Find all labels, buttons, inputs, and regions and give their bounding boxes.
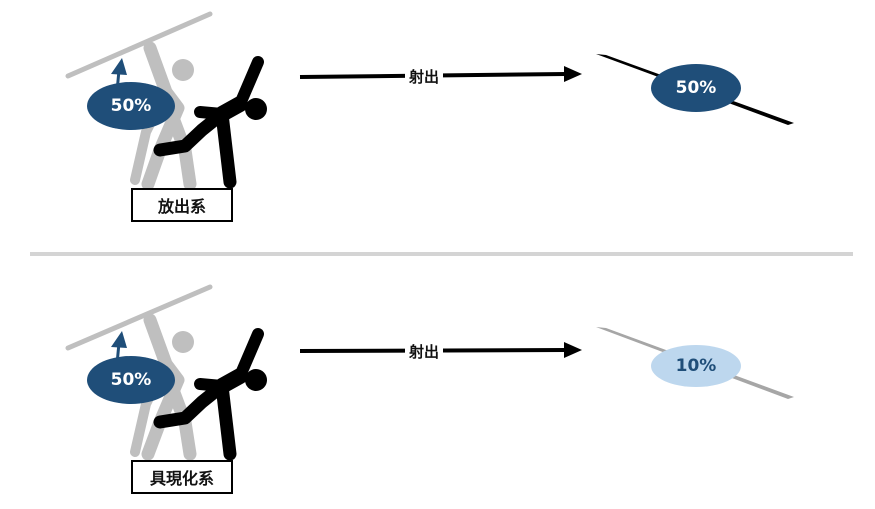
row2-aura-ellipse	[87, 356, 175, 404]
row1-aura-percent: 50%	[110, 96, 152, 116]
row1-black-figure-icon	[153, 56, 267, 189]
row1-projectile-ellipse	[651, 64, 741, 112]
row1-projectile-percent: 50%	[675, 78, 717, 98]
row1-gray-javelin	[65, 11, 213, 79]
row1-javelin-icon	[596, 54, 794, 125]
row1-thrower-group	[65, 11, 267, 191]
row1-type-label: 放出系	[131, 188, 233, 222]
row1-arrow-label: 射出	[405, 66, 444, 87]
row2-aura-percent: 50%	[110, 370, 152, 390]
row2-projectile-ellipse	[651, 345, 741, 387]
row2-arrow-label: 射出	[405, 341, 444, 362]
row2-gray-javelin	[65, 284, 213, 351]
row1-aura-ellipse	[87, 82, 175, 130]
row2-thrower-group	[65, 284, 267, 461]
row2-projectile-percent: 10%	[675, 356, 717, 376]
row2-type-label: 具現化系	[131, 460, 233, 494]
row2-javelin-icon	[596, 327, 794, 399]
section-divider	[30, 252, 853, 256]
row2-black-figure-icon	[153, 328, 267, 461]
